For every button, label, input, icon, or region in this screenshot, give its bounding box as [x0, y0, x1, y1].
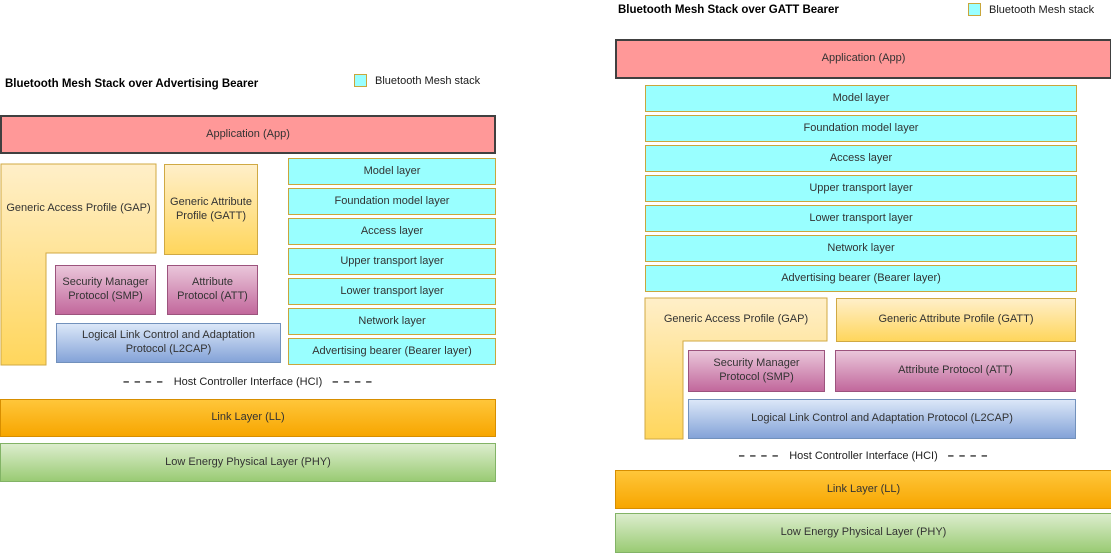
- right-application-box: Application (App): [615, 39, 1111, 79]
- left-layer-foundation-model: Foundation model layer: [288, 188, 496, 215]
- left-diagram-title: Bluetooth Mesh Stack over Advertising Be…: [5, 78, 259, 90]
- left-att-box: Attribute Protocol (ATT): [167, 265, 258, 315]
- left-legend-label: Bluetooth Mesh stack: [375, 74, 481, 87]
- left-layer-advertising-bearer: Advertising bearer (Bearer layer): [288, 338, 496, 365]
- right-gap-box: [644, 297, 828, 440]
- left-layer-lower-transport: Lower transport layer: [288, 278, 496, 305]
- right-hci-label: Host Controller Interface (HCI): [789, 450, 938, 462]
- left-legend-swatch-icon: [354, 74, 367, 87]
- right-att-box: Attribute Protocol (ATT): [835, 350, 1076, 392]
- left-hci-divider: – – – – Host Controller Interface (HCI) …: [0, 374, 496, 390]
- right-l2cap-box: Logical Link Control and Adaptation Prot…: [688, 399, 1076, 439]
- right-layer-access: Access layer: [645, 145, 1077, 172]
- right-gatt-box: Generic Attribute Profile (GATT): [836, 298, 1076, 342]
- right-smp-box: Security Manager Protocol (SMP): [688, 350, 825, 392]
- left-layer-network: Network layer: [288, 308, 496, 335]
- right-layer-network: Network layer: [645, 235, 1077, 262]
- left-gap-box: [0, 163, 157, 366]
- right-legend-swatch-icon: [968, 3, 981, 16]
- left-hci-dashes-right: – – – –: [332, 376, 373, 388]
- right-legend: Bluetooth Mesh stack: [968, 3, 1094, 16]
- left-hci-dashes-left: – – – –: [123, 376, 164, 388]
- left-phy-box: Low Energy Physical Layer (PHY): [0, 443, 496, 482]
- right-layer-upper-transport: Upper transport layer: [645, 175, 1077, 202]
- right-layer-foundation-model: Foundation model layer: [645, 115, 1077, 142]
- left-legend: Bluetooth Mesh stack: [354, 74, 480, 87]
- right-diagram-title: Bluetooth Mesh Stack over GATT Bearer: [618, 4, 839, 16]
- left-application-box: Application (App): [0, 115, 496, 154]
- left-gatt-box: Generic Attribute Profile (GATT): [164, 164, 258, 255]
- left-gap-label: Generic Access Profile (GAP): [6, 201, 151, 214]
- right-legend-label: Bluetooth Mesh stack: [989, 3, 1095, 16]
- right-phy-box: Low Energy Physical Layer (PHY): [615, 513, 1111, 553]
- right-link-layer-box: Link Layer (LL): [615, 470, 1111, 509]
- right-hci-dashes-right: – – – –: [947, 450, 989, 462]
- left-hci-label: Host Controller Interface (HCI): [173, 376, 323, 388]
- left-layer-upper-transport: Upper transport layer: [288, 248, 496, 275]
- right-layer-model: Model layer: [645, 85, 1077, 112]
- left-layer-access: Access layer: [288, 218, 496, 245]
- right-layer-lower-transport: Lower transport layer: [645, 205, 1077, 232]
- left-link-layer-box: Link Layer (LL): [0, 399, 496, 437]
- right-hci-dashes-left: – – – –: [738, 450, 780, 462]
- left-layer-model: Model layer: [288, 158, 496, 185]
- left-smp-box: Security Manager Protocol (SMP): [55, 265, 156, 315]
- right-gap-label: Generic Access Profile (GAP): [663, 312, 809, 325]
- right-layer-advertising-bearer: Advertising bearer (Bearer layer): [645, 265, 1077, 292]
- right-hci-divider: – – – – Host Controller Interface (HCI) …: [615, 448, 1111, 464]
- left-l2cap-box: Logical Link Control and Adaptation Prot…: [56, 323, 281, 363]
